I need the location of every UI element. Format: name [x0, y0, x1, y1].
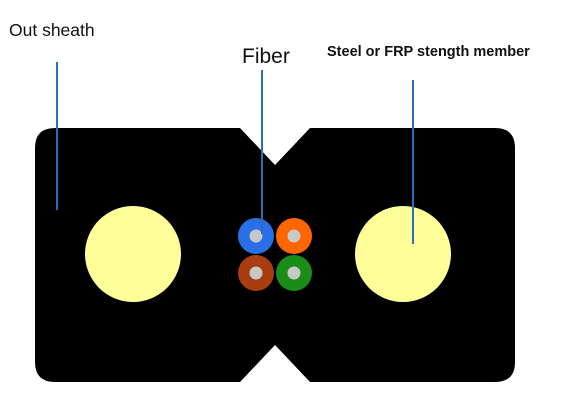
fiber-blue-core — [249, 229, 263, 243]
fiber-orange-core — [287, 229, 301, 243]
strength-member-left — [85, 206, 181, 302]
fiber-brown-core — [249, 266, 263, 280]
out-sheath-label: Out sheath — [9, 20, 95, 40]
strength-member-right — [355, 206, 451, 302]
out-sheath-body — [35, 128, 515, 382]
strength-member-label: Steel or FRP stength member — [327, 44, 530, 60]
fiber-label: Fiber — [242, 45, 290, 68]
fiber-green-core — [287, 266, 301, 280]
